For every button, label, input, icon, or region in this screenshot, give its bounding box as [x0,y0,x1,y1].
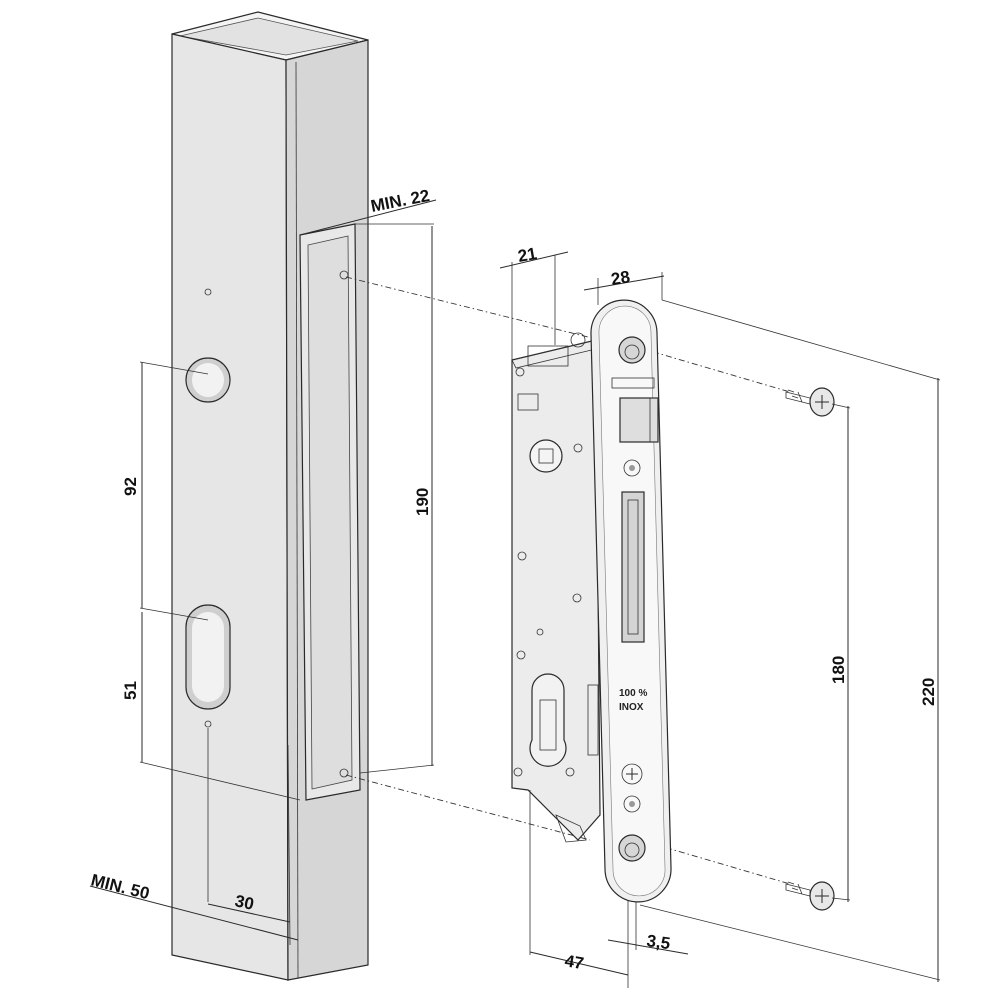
ext-220-top [661,299,941,381]
post-small-hole-top [204,288,212,296]
bottom-bolt [555,814,587,843]
case-label-plate [517,393,539,411]
post-top-opening [179,17,359,56]
deadbolt-hook [627,499,639,635]
faceplate-screw-hole-top [618,336,646,364]
dim-47-label: 47 [563,951,585,973]
case-rivet-5 [536,628,544,636]
cylinder-cam [539,699,557,751]
case-rivet-1 [515,367,525,377]
screw-top [785,387,835,417]
dim-220-label: 220 [919,678,938,706]
guide-top-screw [345,276,601,341]
screw-top-thread [787,389,803,403]
case-rivet-7 [513,767,523,777]
mortise-recess-inner [307,235,353,790]
dim-180-label: 180 [829,656,848,684]
spindle-square [538,448,554,464]
dim-line-3-5 [607,939,689,955]
case-rivet-4 [572,593,582,603]
ext-51-bottom [139,761,301,801]
screw-bottom [785,881,835,911]
overall-dimensions: 180 220 [639,299,941,982]
latch-bolt-side [649,397,659,443]
brand-badge [611,377,655,389]
side-lever [587,684,599,756]
ext-92-bottom [139,607,209,621]
dim-21-label: 21 [516,244,538,266]
dim-92-label: 92 [121,477,140,496]
faceplate-cross-screw [621,763,643,785]
deadbolt-slot [621,491,645,643]
gate-post [171,11,369,981]
post-edge-line [295,61,299,979]
dim-min22-label: MIN. 22 [369,186,431,216]
mounting-screws [785,387,835,911]
post-front-face [171,33,289,981]
assembly-guides [345,276,791,885]
dim-min50-label: MIN. 50 [89,870,151,903]
case-rivet-8 [565,767,575,777]
ext-92-top [139,361,209,375]
ext-190-bottom [359,764,435,774]
dim-line-min50 [89,885,299,941]
ext-180-bottom [831,897,851,901]
faceplate-dimensions: 28 [583,267,665,305]
faceplate-small-screw-1-center [629,465,635,471]
guide-screw-top [639,347,791,393]
faceplate-small-screw-2-center [629,801,635,807]
faceplate-screw-hole-bottom [618,834,646,862]
faceplate-text-100: 100 % [619,688,647,699]
mortise-hole-bottom [339,768,349,778]
latch-roller [570,332,586,348]
post-small-hole-bottom [204,720,212,728]
dim-30-label: 30 [233,891,255,914]
case-rivet-6 [516,650,526,660]
guide-bottom-screw [345,774,591,841]
spindle-follower [529,439,563,473]
cylinder-cutout [529,673,567,767]
screw-bottom-thread [787,881,803,895]
lock-body [511,332,601,843]
dim-line-28 [583,275,665,291]
face-plate: 100 % INOX [590,299,672,903]
latch-bolt [619,397,659,443]
dim-28-label: 28 [610,267,632,289]
dim-51-label: 51 [121,681,140,700]
ext-180-top [831,403,851,409]
dim-line-47 [529,951,629,976]
mortise-hole-top [339,270,349,280]
post-dimensions: 92 51 190 MIN. 22 MIN. 50 30 [89,186,437,941]
dim-line-21 [499,251,569,269]
faceplate-screw-hole-top-inner [624,344,640,360]
case-rivet-2 [573,443,583,453]
case-rivet-3 [517,551,527,561]
dim-3-5-label: 3,5 [645,931,671,953]
faceplate-screw-hole-bottom-inner [624,842,640,858]
dim-line-min22 [299,199,437,236]
lock-dimensions: 21 47 3,5 [499,244,689,988]
cylinder-slot-highlight [192,612,224,702]
dim-190-label: 190 [413,488,432,516]
handle-hole-highlight [192,363,224,397]
faceplate-small-screw-1 [623,459,641,477]
ext-220-bottom [639,904,941,981]
faceplate-text-inox: INOX [619,702,644,713]
latch-top-block [527,345,569,367]
post-cut-line [287,744,291,946]
faceplate-small-screw-2 [623,795,641,813]
dim-line-30 [207,903,291,923]
